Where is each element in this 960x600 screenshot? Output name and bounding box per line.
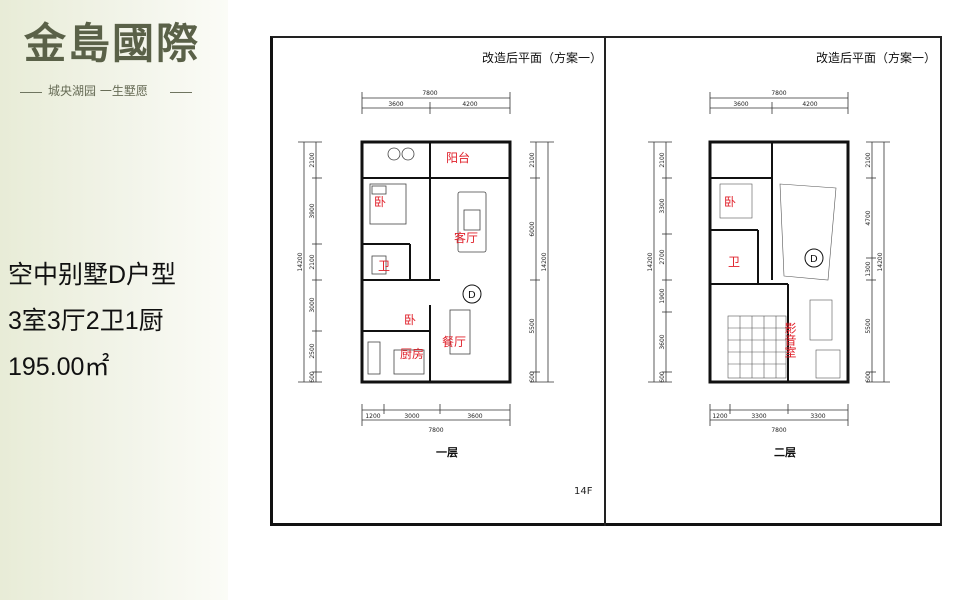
dim-bottom-total: 7800 [428, 427, 443, 434]
dim-left-part: 2100 [309, 254, 316, 269]
dim-left-part: 3300 [659, 198, 666, 213]
logo-rule-right [170, 92, 192, 93]
dim-right-part: 5500 [865, 318, 872, 333]
logo-slogan: 城央湖园 一生墅愿 [48, 84, 148, 98]
dim-left-part: 3600 [659, 334, 666, 349]
dim-left-part: 3900 [309, 203, 316, 218]
dim-left-part: 2100 [659, 152, 666, 167]
plan-2-title: 改造后平面（方案一） [816, 51, 937, 65]
logo-text: 金島國際 [24, 19, 201, 68]
room-label-balcony: 阳台 [446, 150, 470, 165]
dim-right-part: 1300 [865, 261, 872, 276]
floor-plan-1: D 7800 3600 4200 1200 3000 3600 7800 142… [297, 90, 554, 434]
dim-bottom-part: 3300 [810, 413, 825, 420]
dim-left-part: 2100 [309, 152, 316, 167]
unit-layout: 3室3厅2卫1厨 [8, 307, 164, 335]
room-label-media-room: 影音室 [783, 322, 797, 358]
dim-bottom-part: 3600 [467, 413, 482, 420]
dim-right-part: 4700 [865, 210, 872, 225]
dim-left-part: 600 [309, 371, 316, 383]
dim-bottom-total: 7800 [771, 427, 786, 434]
dim-bottom-part: 1200 [712, 413, 727, 420]
dim-left-total: 14200 [647, 252, 654, 271]
dim-left-part: 3000 [309, 297, 316, 312]
dim-bottom-part: 3300 [751, 413, 766, 420]
dim-bottom-part: 3000 [404, 413, 419, 420]
room-label-bedroom: 卧 [724, 195, 736, 209]
sheet-divider [604, 36, 606, 526]
logo-rule-left [20, 92, 42, 93]
dim-right-part: 2100 [865, 152, 872, 167]
dim-left-part: 2500 [309, 343, 316, 358]
room-label-dining-room: 餐厅 [442, 334, 466, 349]
dim-top-part: 3600 [388, 101, 403, 108]
brand-logo: 金島國際 城央湖园 一生墅愿 [20, 4, 200, 99]
dim-top-total: 7800 [771, 90, 786, 97]
dim-right-part: 2100 [529, 152, 536, 167]
dim-top-total: 7800 [422, 90, 437, 97]
unit-info: 空中别墅D户型 3室3厅2卫1厨 195.00㎡ [8, 252, 176, 390]
floor-label-2: 二层 [774, 446, 796, 459]
dim-left-total: 14200 [297, 252, 304, 271]
room-label-bathroom: 卫 [378, 259, 390, 273]
dim-left-part: 600 [659, 371, 666, 383]
floor-plan-2: D 7800 3600 4200 1200 3300 3300 7800 142… [647, 90, 890, 434]
room-label-bedroom: 卧 [404, 313, 416, 327]
dim-left-part: 1900 [659, 288, 666, 303]
dim-right-part: 600 [865, 371, 872, 383]
dim-right-part: 600 [529, 371, 536, 383]
dim-left-part: 2700 [659, 249, 666, 264]
dim-right-part: 6000 [529, 221, 536, 236]
dim-top-part: 4200 [802, 101, 817, 108]
dim-top-part: 3600 [733, 101, 748, 108]
left-panel: 金島國際 城央湖园 一生墅愿 空中别墅D户型 3室3厅2卫1厨 195.00㎡ [0, 0, 228, 600]
dim-bottom-part: 1200 [365, 413, 380, 420]
room-label-bathroom: 卫 [728, 255, 740, 269]
entry-symbol-1: D [468, 290, 476, 301]
room-label-living-room: 客厅 [454, 230, 478, 245]
unit-name: 空中别墅D户型 [8, 261, 177, 289]
floor-label-1: 一层 [436, 446, 458, 459]
dim-right-total: 14200 [877, 252, 884, 271]
unit-area: 195.00㎡ [8, 353, 110, 381]
plan-1-title: 改造后平面（方案一） [482, 51, 603, 65]
room-label-kitchen: 厨房 [400, 346, 424, 361]
dim-right-total: 14200 [541, 252, 548, 271]
dim-top-part: 4200 [462, 101, 477, 108]
dim-right-part: 5500 [529, 318, 536, 333]
entry-symbol-2: D [810, 254, 818, 265]
sheet-code: 14F [574, 486, 593, 497]
room-label-bedroom: 卧 [374, 195, 386, 209]
